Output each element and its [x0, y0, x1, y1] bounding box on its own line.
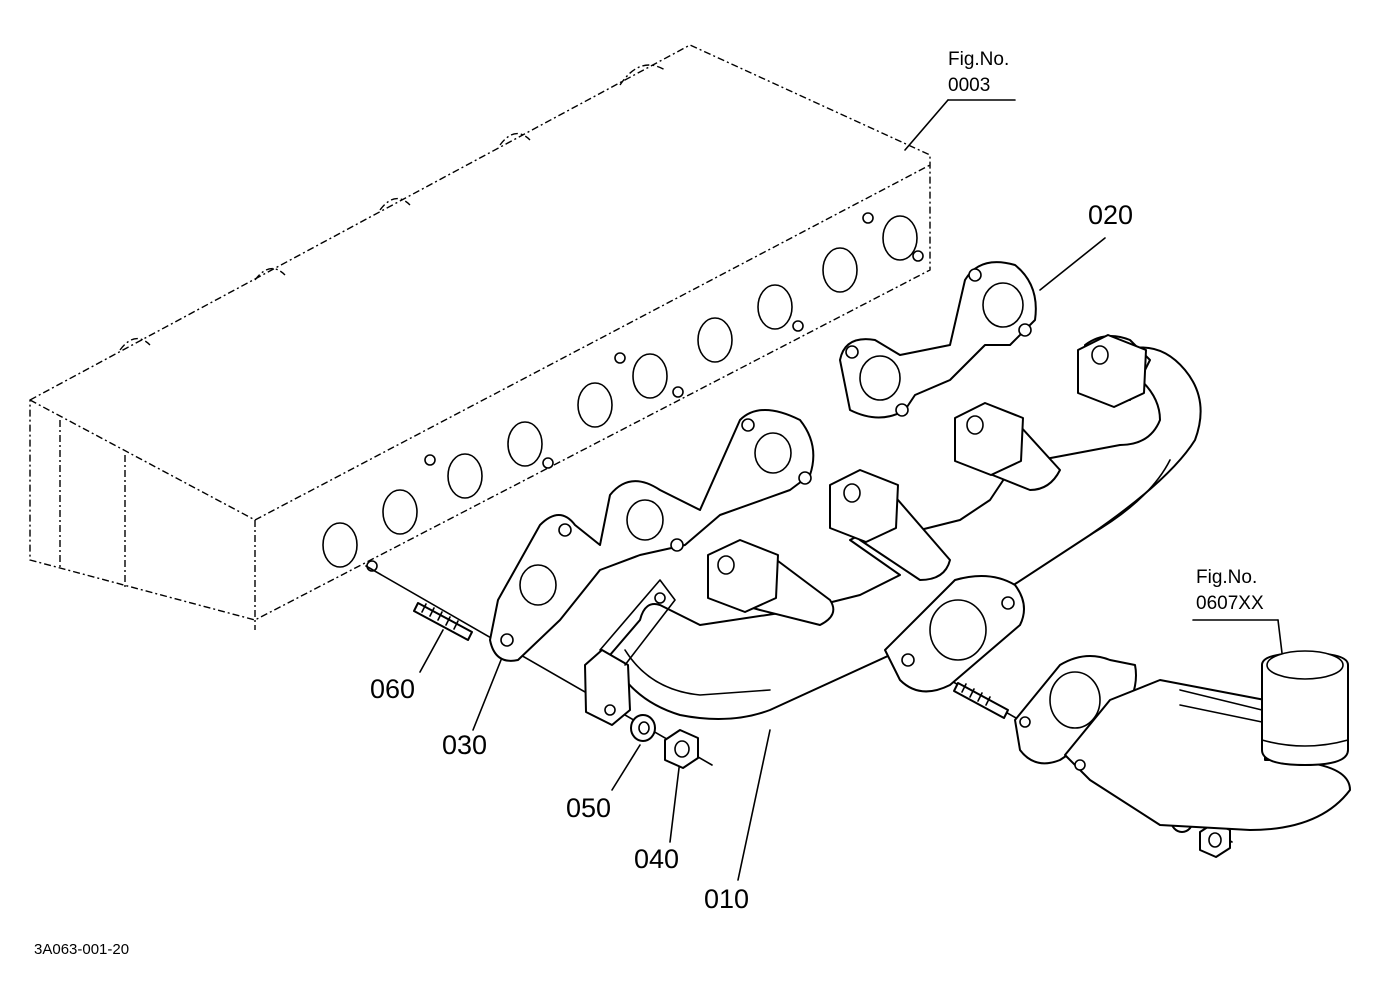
- part-label-050: 050: [566, 793, 612, 823]
- exhaust-manifold-010: [584, 334, 1202, 726]
- part-label-030: 030: [442, 730, 488, 760]
- outlet-elbow-assembly: [1014, 650, 1351, 831]
- stud-060: [413, 602, 1009, 719]
- fig-ref-0607xx-label: Fig.No.: [1196, 567, 1258, 588]
- part-label-040: 040: [634, 844, 680, 874]
- fig-ref-0003-label: Fig.No.: [948, 49, 1010, 70]
- part-label-020: 020: [1088, 200, 1134, 230]
- gasket-020: [839, 261, 1037, 419]
- fig-ref-0607xx-number: 0607XX: [1196, 593, 1264, 614]
- leader-lines: [419, 99, 1283, 881]
- part-label-060: 060: [370, 674, 416, 704]
- fig-ref-0003-number: 0003: [948, 75, 991, 96]
- cylinder-head: [29, 44, 931, 630]
- drawing-code: 3A063-001-20: [34, 941, 130, 958]
- gasket-030: [489, 409, 815, 662]
- part-label-010: 010: [704, 884, 750, 914]
- nut-040: [664, 729, 1231, 858]
